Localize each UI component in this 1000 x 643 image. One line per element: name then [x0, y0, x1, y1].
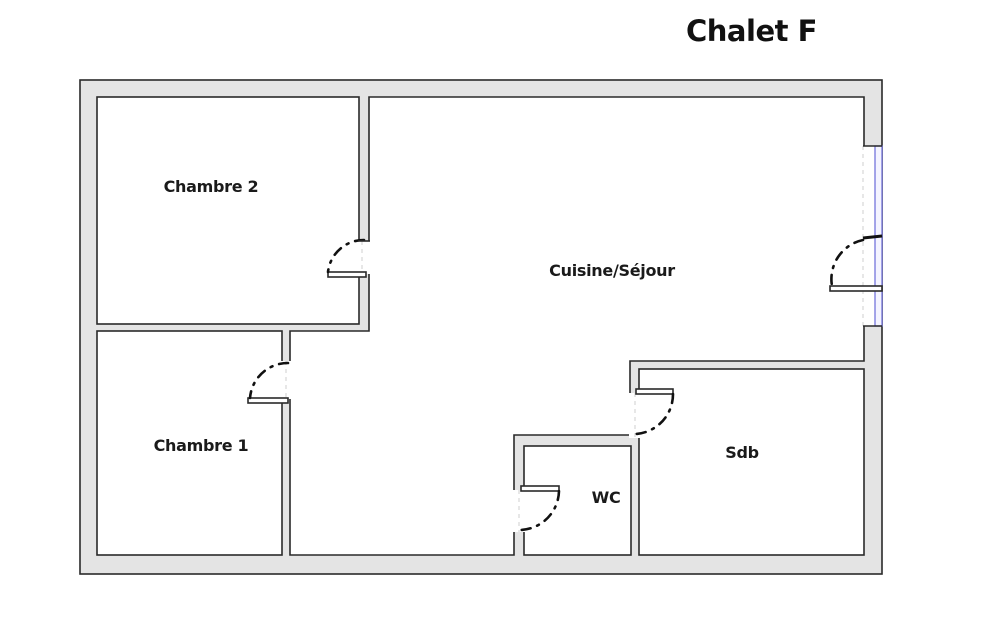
- door-leaf-sdb: [635, 388, 674, 395]
- door-swing-wc: [518, 489, 561, 532]
- label-wc: WC: [592, 488, 621, 507]
- label-cuisine-sejour: Cuisine/Séjour: [549, 261, 675, 280]
- door-leaf-chambre-1: [247, 397, 289, 404]
- plan-title: Chalet F: [686, 14, 817, 48]
- door-leaf-entrance: [829, 285, 883, 292]
- door-leaf-chambre-2: [327, 271, 367, 278]
- label-chambre-1: Chambre 1: [154, 436, 249, 455]
- room-sdb: [638, 368, 865, 556]
- label-chambre-2: Chambre 2: [164, 177, 259, 196]
- door-swing-entrance: [830, 238, 865, 288]
- door-leaf-wc: [520, 485, 560, 492]
- door-swing-sdb: [634, 392, 675, 436]
- door-swing-chambre-1: [248, 361, 290, 400]
- room-wc: [523, 445, 632, 556]
- room-chambre-1: [96, 330, 283, 556]
- label-sdb: Sdb: [725, 443, 759, 462]
- room-chambre-2: [96, 96, 360, 325]
